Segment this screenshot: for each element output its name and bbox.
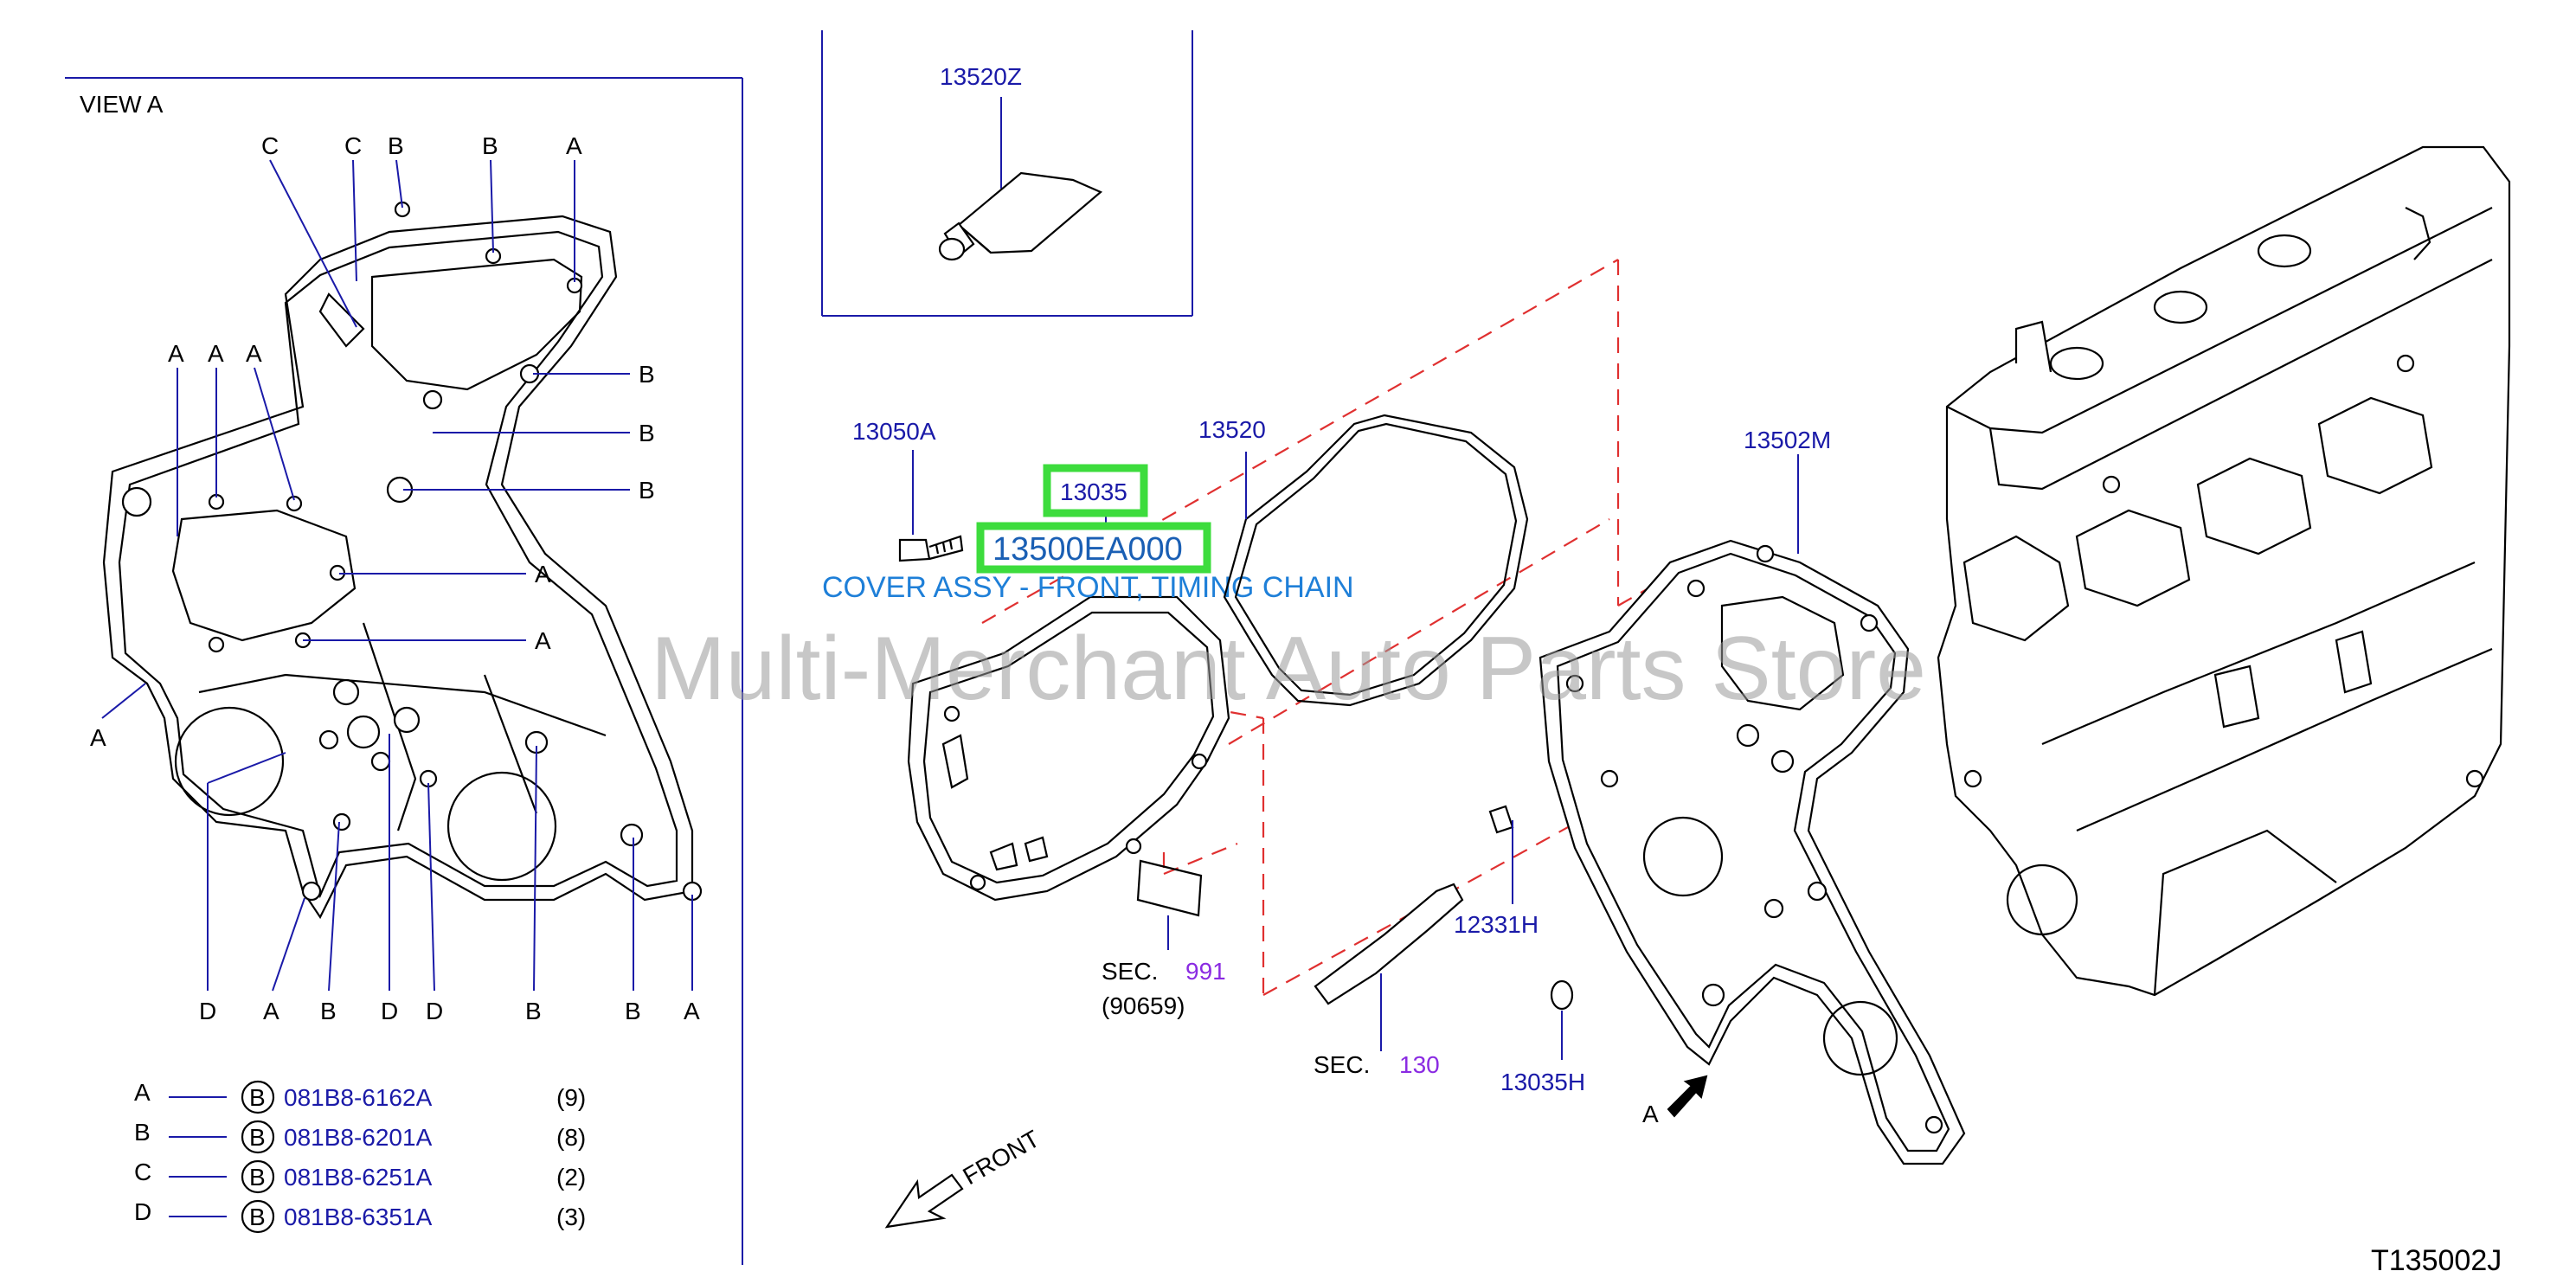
view-letter-bottom-5: D xyxy=(426,998,443,1024)
view-letter-right-2: B xyxy=(639,420,655,446)
highlight-13035[interactable]: 13035 xyxy=(1043,464,1148,517)
sec-991-ref[interactable]: SEC. 991 (90659) xyxy=(1102,958,1226,1019)
legend-row-d[interactable]: D B 081B8-6351A (3) xyxy=(134,1198,586,1234)
view-a-letters: C C B B A A A A B B B A A A D A B D D B … xyxy=(90,132,700,1024)
view-letter-right-5: A xyxy=(535,627,551,654)
legend-symbol: B xyxy=(249,1164,266,1191)
assembly-name: COVER ASSY - FRONT, TIMING CHAIN xyxy=(822,571,1354,604)
sec-label: SEC. xyxy=(1102,958,1158,985)
view-a-arrow-label: A xyxy=(1642,1101,1659,1127)
legend-letter: B xyxy=(134,1119,151,1146)
view-letter-left-2: A xyxy=(208,340,224,367)
view-letter-right-4: A xyxy=(535,561,551,587)
label-plate-991 xyxy=(1136,859,1203,950)
view-letter-side-left: A xyxy=(90,724,106,751)
legend-qty: (9) xyxy=(556,1084,586,1111)
part-label-13520[interactable]: 13520 xyxy=(1198,416,1266,443)
bolt-legend: A B 081B8-6162A (9) B B 081B8-6201A (8) … xyxy=(134,1079,586,1234)
dowel-pin-12331h[interactable] xyxy=(1488,805,1514,904)
legend-letter: A xyxy=(134,1079,151,1106)
view-letter-bottom-3: B xyxy=(320,998,337,1024)
front-cover-drawing[interactable] xyxy=(907,595,1230,902)
view-letter-bottom-2: A xyxy=(263,998,279,1024)
sec-130-number[interactable]: 130 xyxy=(1399,1051,1440,1078)
sec-991-sub: (90659) xyxy=(1102,992,1185,1019)
part-label-13050a[interactable]: 13050A xyxy=(852,418,936,445)
watermark: Multi-Merchant Auto Parts Store xyxy=(651,619,1926,719)
drawing-code: T135002J xyxy=(2371,1244,2502,1277)
view-letter-right-1: B xyxy=(639,361,655,388)
view-letter-bottom-1: D xyxy=(199,998,216,1024)
view-letter-top-5: A xyxy=(566,132,582,159)
o-ring-13035h[interactable] xyxy=(1550,979,1574,1060)
view-a-arrow xyxy=(1667,1075,1708,1118)
sealant-inset xyxy=(821,30,1193,317)
engine-block-drawing xyxy=(1937,145,2511,997)
part-label-13500ea000[interactable]: 13500EA000 xyxy=(992,531,1183,568)
view-letter-left-1: A xyxy=(168,340,184,367)
gasket-13520[interactable] xyxy=(1223,414,1529,707)
part-label-13520z[interactable]: 13520Z xyxy=(940,63,1022,90)
view-letter-left-3: A xyxy=(246,340,262,367)
view-letter-top-3: B xyxy=(388,132,404,159)
view-letter-top-2: C xyxy=(344,132,362,159)
chain-guide-drawing xyxy=(1314,883,1464,1051)
legend-row-c[interactable]: C B 081B8-6251A (2) xyxy=(134,1159,586,1194)
part-label-13035h[interactable]: 13035H xyxy=(1500,1069,1585,1095)
view-title: VIEW A xyxy=(80,91,164,118)
legend-qty: (2) xyxy=(556,1164,586,1191)
legend-symbol: B xyxy=(249,1084,266,1111)
legend-symbol: B xyxy=(249,1204,266,1230)
legend-row-a[interactable]: A B 081B8-6162A (9) xyxy=(134,1079,586,1114)
view-letter-bottom-7: B xyxy=(625,998,641,1024)
highlight-13500ea000[interactable]: 13500EA000 xyxy=(976,522,1211,574)
view-letter-bottom-6: B xyxy=(525,998,542,1024)
legend-symbol: B xyxy=(249,1124,266,1151)
view-letter-bottom-8: A xyxy=(684,998,700,1024)
view-letter-top-1: C xyxy=(261,132,279,159)
bolt-13050a[interactable] xyxy=(898,450,964,562)
sealant-tube-icon xyxy=(938,171,1103,261)
legend-letter: D xyxy=(134,1198,151,1225)
legend-part-number[interactable]: 081B8-6351A xyxy=(284,1204,433,1230)
view-a-cover-drawing xyxy=(102,201,703,920)
sec-130-ref[interactable]: SEC. 130 xyxy=(1314,1051,1440,1078)
legend-qty: (8) xyxy=(556,1124,586,1151)
front-label: FRONT xyxy=(959,1125,1044,1190)
legend-qty: (3) xyxy=(556,1204,586,1230)
part-label-13035[interactable]: 13035 xyxy=(1060,478,1127,505)
part-label-12331h[interactable]: 12331H xyxy=(1454,911,1539,938)
view-letter-right-3: B xyxy=(639,477,655,504)
view-letter-top-4: B xyxy=(482,132,498,159)
part-label-13502m[interactable]: 13502M xyxy=(1744,427,1831,453)
legend-part-number[interactable]: 081B8-6251A xyxy=(284,1164,433,1191)
legend-row-b[interactable]: B B 081B8-6201A (8) xyxy=(134,1119,586,1154)
view-a-frame xyxy=(65,77,743,1265)
legend-part-number[interactable]: 081B8-6162A xyxy=(284,1084,433,1111)
legend-part-number[interactable]: 081B8-6201A xyxy=(284,1124,433,1151)
sec-991-number[interactable]: 991 xyxy=(1185,958,1226,985)
view-a-leaders xyxy=(101,159,693,992)
legend-letter: C xyxy=(134,1159,151,1185)
front-arrow-icon xyxy=(884,1173,964,1229)
view-letter-bottom-4: D xyxy=(381,998,398,1024)
rear-cover-13502m[interactable] xyxy=(1539,454,1966,1165)
sec-label: SEC. xyxy=(1314,1051,1370,1078)
